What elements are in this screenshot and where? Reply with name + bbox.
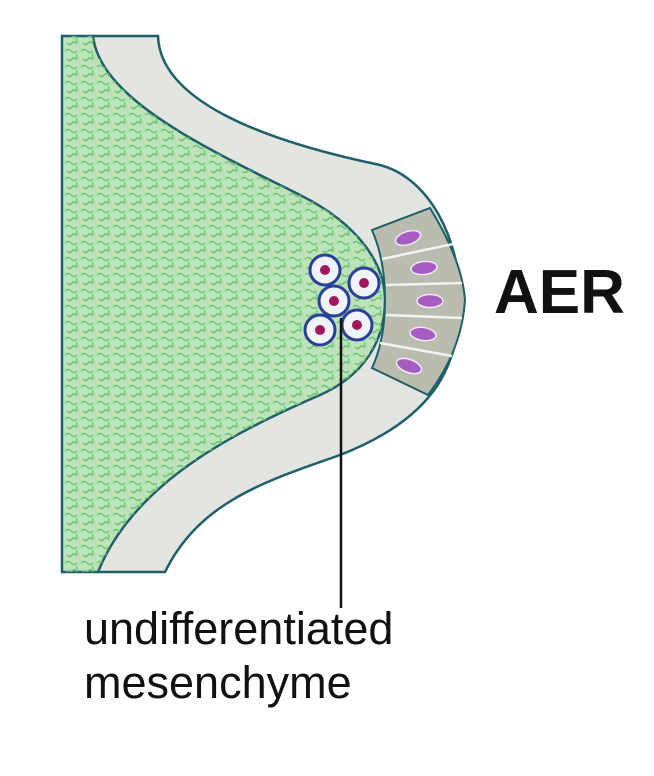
aer-cell-border [385,281,463,287]
mesenchyme-label: undifferentiated mesenchyme [84,602,393,710]
aer-cell-nucleus [395,357,423,375]
mesenchyme-label-line2: mesenchyme [84,657,352,708]
mesenchyme-cell [308,253,342,287]
mesenchyme-cell [347,266,381,300]
aer-ridge [370,206,467,397]
aer-cell-border [379,341,453,358]
mesenchyme-texture [62,36,385,572]
aer-label: AER [494,258,625,327]
aer-cell-nucleus [394,229,422,247]
aer-cell-nucleus [416,293,444,309]
mesenchyme-cell [303,313,337,347]
mesenchyme-cell [340,308,374,342]
mesenchyme-cell [317,284,351,318]
mesenchyme-cell-cluster [303,253,381,347]
aer-cell-border [381,242,454,261]
aer-cell-border [385,313,463,320]
aer-cell-nucleus [409,326,437,342]
aer-cell-nucleus [410,260,438,276]
mesenchyme-label-line1: undifferentiated [84,603,394,654]
